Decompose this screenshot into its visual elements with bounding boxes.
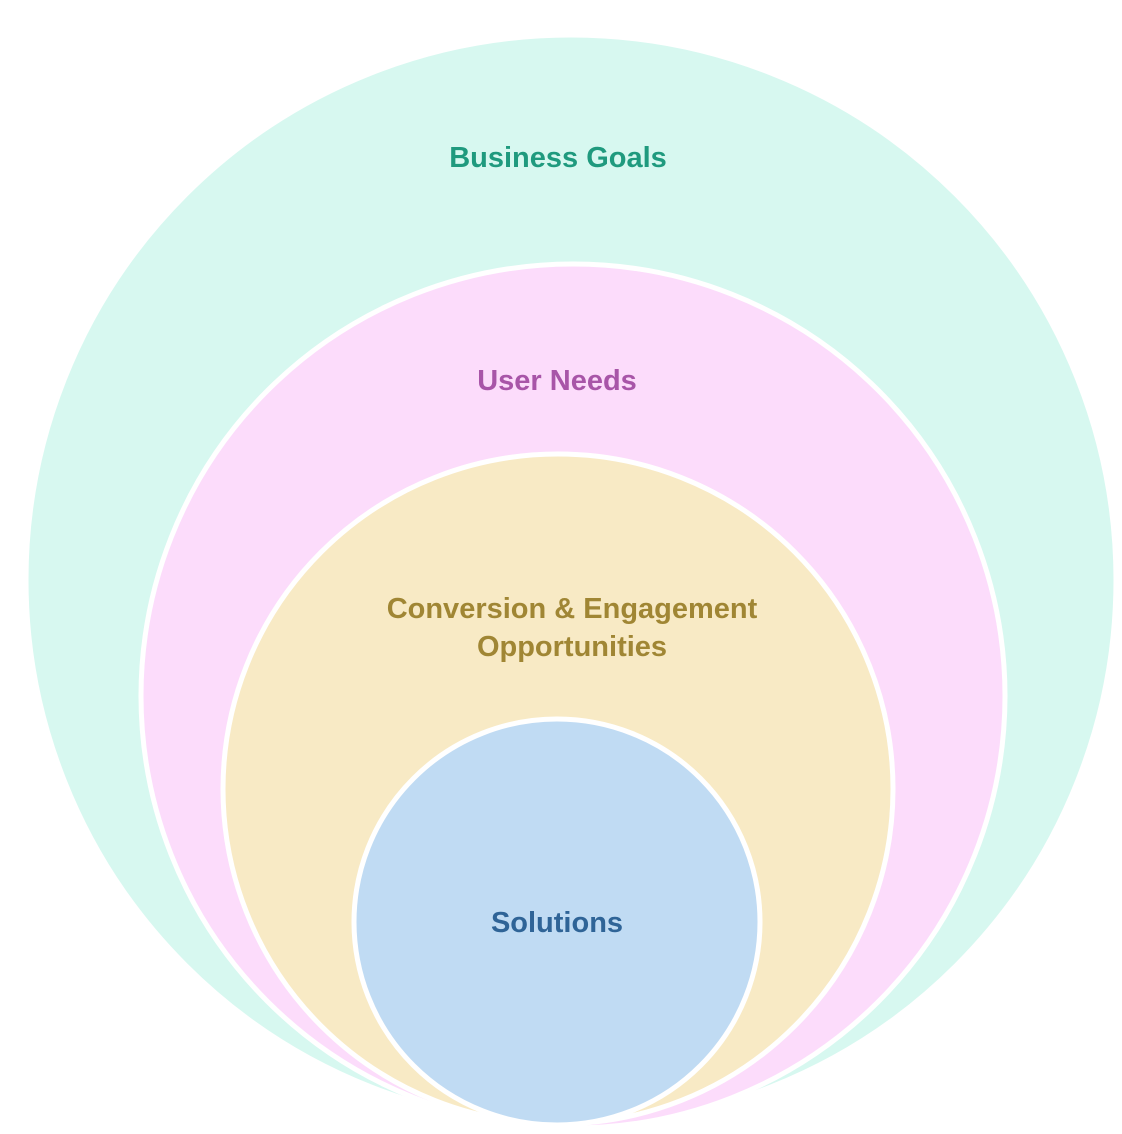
conversion-engagement-label-line2: Opportunities: [477, 631, 667, 663]
business-goals-label: Business Goals: [449, 142, 667, 174]
conversion-engagement-label-line1: Conversion & Engagement: [387, 593, 758, 625]
user-needs-label: User Needs: [477, 365, 637, 397]
solutions-label: Solutions: [491, 907, 623, 939]
solutions-circle: [351, 716, 763, 1128]
